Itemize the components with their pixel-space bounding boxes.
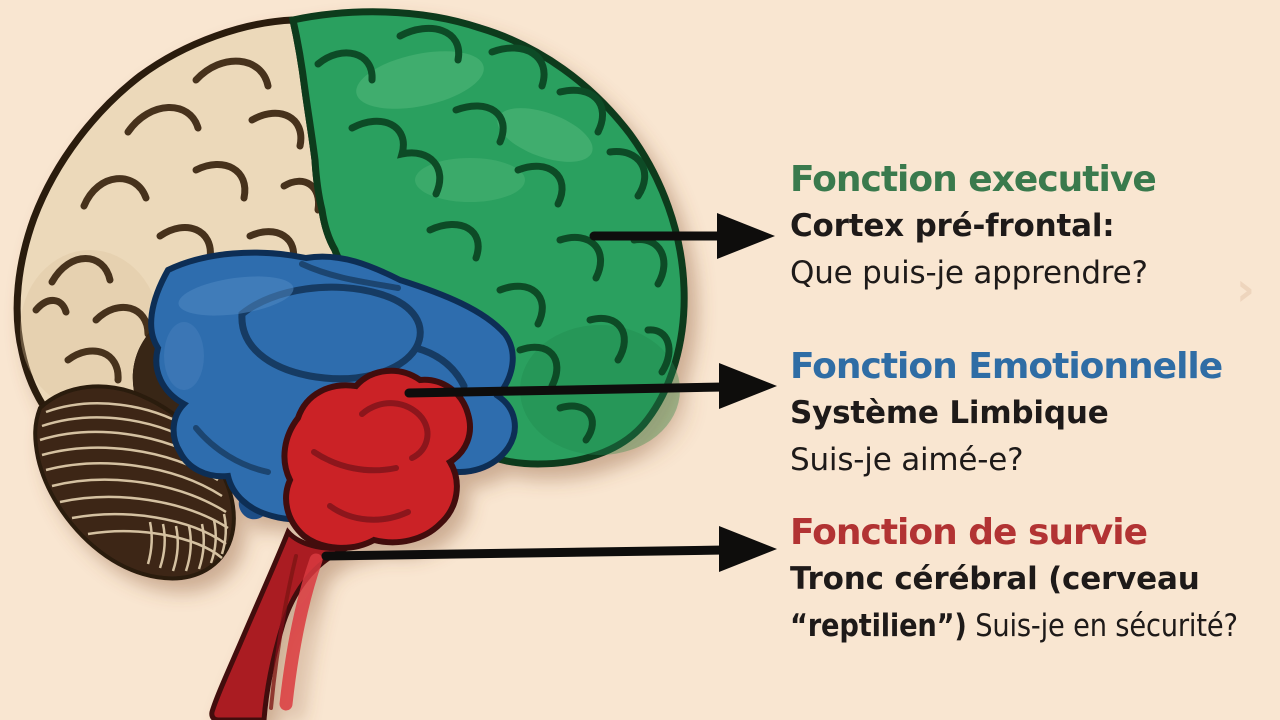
executive-subtitle: Cortex pré-frontal: xyxy=(790,208,1115,244)
survival-heading: Fonction de survie xyxy=(790,512,1148,553)
brainstem-crease xyxy=(269,554,298,710)
arrowhead xyxy=(719,526,777,572)
annotation-arrows xyxy=(321,213,777,572)
limbic-highlight-2 xyxy=(164,322,204,390)
cortex-shading xyxy=(20,250,160,410)
arrow-to-brainstem xyxy=(321,526,777,572)
survival-question: Suis-je en sécurité? xyxy=(975,608,1238,644)
emotional-question: Suis-je aimé-e? xyxy=(790,442,1024,478)
executive-question: Que puis-je apprendre? xyxy=(790,255,1148,291)
faint-next-chevron: › xyxy=(1236,262,1255,316)
survival-subtitle-bold: “reptilien”) xyxy=(790,608,967,644)
arrowhead xyxy=(719,363,777,409)
cerebellum-striations xyxy=(39,402,229,572)
limbic-details xyxy=(193,261,468,475)
arrowhead xyxy=(717,213,775,259)
annotation-executive: Fonction executive Cortex pré-frontal: Q… xyxy=(790,157,1157,297)
arrow-to-limbic xyxy=(404,363,777,409)
emotional-subtitle: Système Limbique xyxy=(790,395,1109,431)
pons-creases xyxy=(311,400,431,523)
brain-illustration xyxy=(13,8,688,720)
survival-subtitle-line1: Tronc cérébral (cerveau xyxy=(790,561,1200,597)
annotation-emotional: Fonction Emotionnelle Système Limbique S… xyxy=(790,344,1223,484)
brainstem-highlight xyxy=(279,553,323,711)
annotation-survival: Fonction de survie Tronc cérébral (cerve… xyxy=(790,510,1280,650)
arrow-to-prefrontal xyxy=(589,213,775,259)
survival-subtitle-line2: “reptilien”) Suis-je en sécurité? xyxy=(790,603,1280,650)
executive-heading: Fonction executive xyxy=(790,159,1157,200)
limbic-highlight xyxy=(178,276,294,316)
emotional-heading: Fonction Emotionnelle xyxy=(790,346,1223,387)
